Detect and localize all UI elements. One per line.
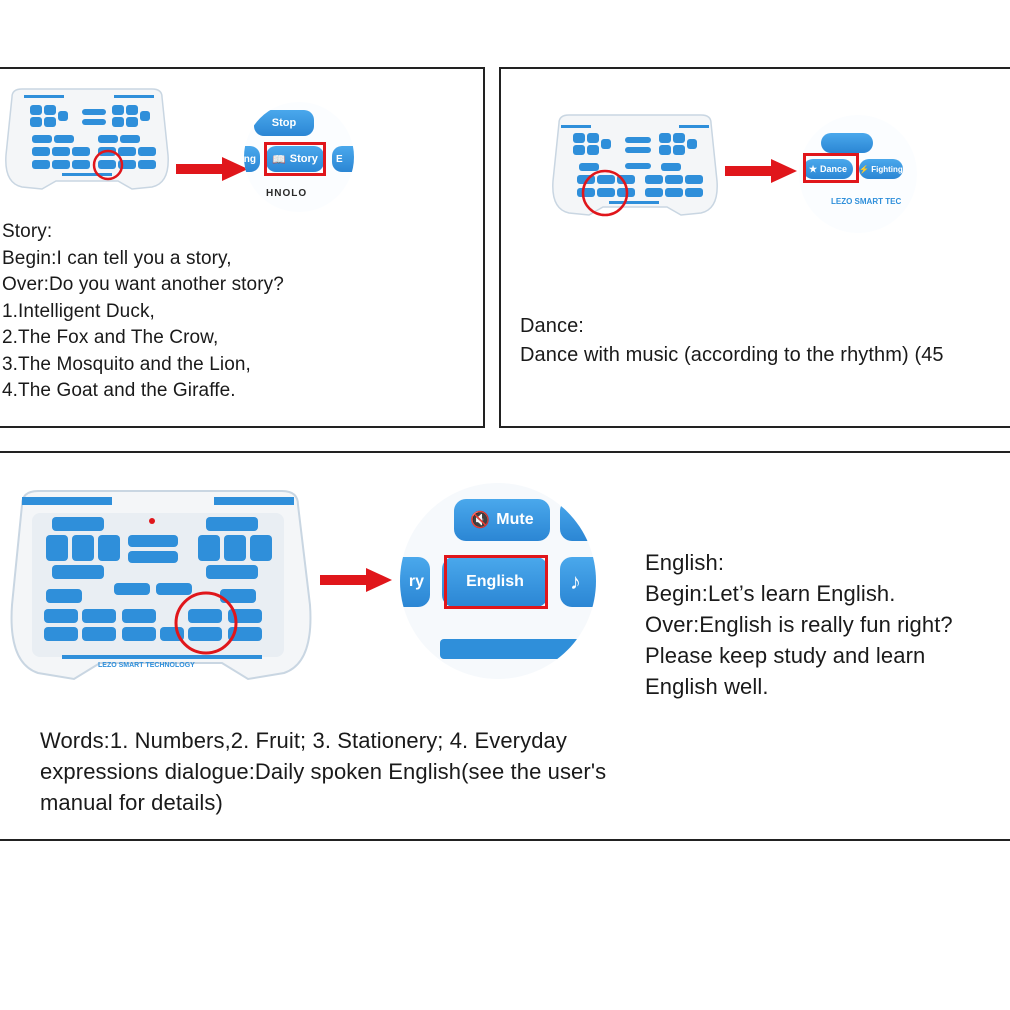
mute-key-label: Mute [496, 511, 534, 528]
story-line: 2.The Fox and The Crow, [2, 327, 219, 348]
brand-partial: HNOLO [266, 188, 308, 199]
music-key: ♪ [560, 557, 596, 607]
remote-control-image: LEZO SMART TECHNOLOGY [10, 490, 312, 681]
story-line: 4.The Goat and the Giraffe. [2, 380, 236, 401]
story-highlight [264, 142, 326, 176]
zoom-magnifier: ★ Dance ⚡ Fighting LEZO SMART TEC [799, 115, 917, 233]
english-panel: LEZO SMART TECHNOLOGY 🔇 Mute ry English … [0, 451, 1010, 841]
stop-key: Stop [254, 110, 314, 136]
mute-icon: 🔇 [470, 512, 491, 529]
zoom-magnifier: 🔇 Mute ry English ♪ [400, 483, 596, 679]
story-line: 1.Intelligent Duck, [2, 300, 155, 322]
dance-key-label: Dance [820, 164, 848, 174]
dance-panel: ★ Dance ⚡ Fighting LEZO SMART TEC Dance:… [499, 67, 1010, 428]
english-highlight [444, 555, 548, 609]
story-line: Begin:I can tell you a story, [2, 247, 232, 269]
bottom-trim [440, 639, 580, 659]
remote-control-image [552, 114, 718, 217]
english-title: English: [645, 550, 725, 575]
english-line: Begin:Let’s learn English. [645, 581, 896, 606]
words-line: Words:1. Numbers,2. Fruit; 3. Stationery… [40, 728, 567, 753]
english-line: Over:English is really fun right? [645, 612, 953, 637]
partial-key: ry [400, 557, 430, 607]
fighting-icon: ⚡ [859, 164, 870, 174]
partial-key: ing [244, 146, 260, 172]
dance-line: Dance with music (according to the rhyth… [520, 344, 944, 366]
dancer-icon: ★ [808, 163, 818, 174]
dance-description: Dance: Dance with music (according to th… [520, 312, 944, 370]
words-description: Words:1. Numbers,2. Fruit; 3. Stationery… [40, 725, 740, 818]
remote-control-image [5, 88, 169, 190]
svg-text:LEZO SMART TECHNOLOGY: LEZO SMART TECHNOLOGY [98, 662, 195, 669]
book-icon: 📖 [272, 153, 286, 166]
music-note-icon: ♪ [570, 569, 581, 594]
zoom-magnifier: Stop ing 📖 Story E HNOLO [244, 102, 354, 212]
english-line: English well. [645, 674, 769, 699]
words-line: expressions dialogue:Daily spoken Englis… [40, 759, 607, 784]
story-key-label: Story [289, 153, 318, 165]
english-description: English: Begin:Let’s learn English. Over… [645, 547, 953, 702]
dance-title: Dance: [520, 315, 584, 337]
blank-key [821, 133, 873, 153]
story-key: 📖 Story [266, 146, 324, 172]
mute-key: 🔇 Mute [454, 499, 550, 541]
arrow-icon [176, 157, 248, 181]
story-line: 3.The Mosquito and the Lion, [2, 353, 251, 375]
arrow-icon [320, 568, 392, 592]
partial-key: E [332, 146, 354, 172]
english-key: English [442, 557, 548, 607]
story-panel: Stop ing 📖 Story E HNOLO Story: Begin:I … [0, 67, 485, 428]
fighting-key-label: Fighting [871, 164, 903, 174]
story-title: Story: [2, 221, 53, 242]
dance-highlight [803, 153, 859, 183]
dance-key: ★ Dance [803, 159, 853, 179]
brand-partial: LEZO SMART TEC [831, 197, 902, 206]
arrow-icon [725, 159, 797, 183]
story-line: Over:Do you want another story? [2, 274, 284, 295]
english-line: Please keep study and learn [645, 643, 926, 668]
words-line: manual for details) [40, 790, 223, 815]
fighting-key: ⚡ Fighting [859, 159, 903, 179]
blank-key [560, 499, 596, 541]
story-description: Story: Begin:I can tell you a story, Ove… [2, 219, 284, 405]
